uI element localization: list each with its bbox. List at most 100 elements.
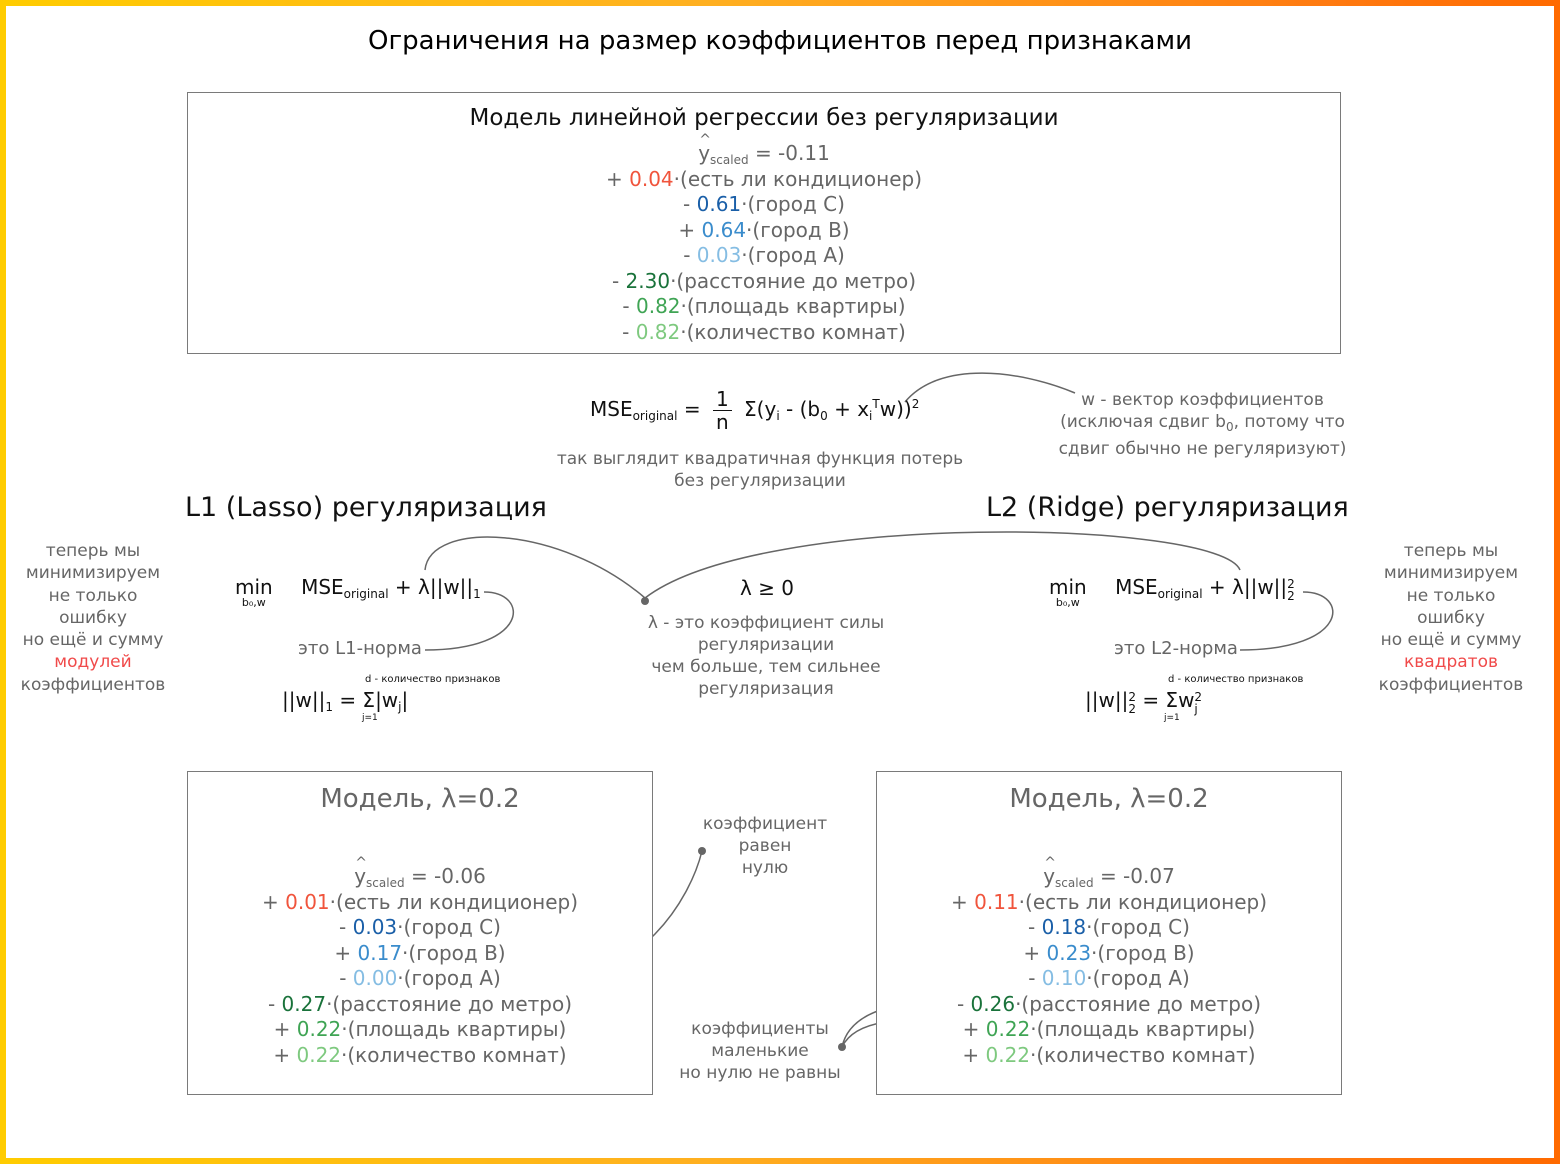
fraction-numerator: 1 — [712, 388, 732, 411]
y-hat: y — [1043, 851, 1056, 890]
sub-i: i — [776, 409, 780, 423]
lambda-note-line: регуляризации — [697, 635, 835, 655]
mse-body: - (b — [779, 397, 821, 421]
term-feature: ·(город C) — [1086, 915, 1190, 939]
ridge-side-note: теперь мы минимизируем не только ошибку … — [1361, 540, 1541, 696]
side-line: но ещё и сумму — [1380, 630, 1522, 651]
norm-sub: 2 — [1287, 589, 1295, 603]
side-line: ошибку — [1417, 607, 1485, 628]
y-hat: y — [354, 851, 367, 890]
term-value: 0.26 — [970, 991, 1016, 1016]
term-feature: ·(город C) — [741, 192, 845, 216]
term-value: 0.23 — [1046, 940, 1092, 965]
mse-caption-line: без регуляризации — [674, 471, 846, 491]
term-value: 0.04 — [629, 166, 674, 191]
side-line: минимизируем — [25, 563, 161, 584]
objective-expr: MSEoriginal + λ||w||1 — [301, 575, 481, 601]
note-line: но нулю не равны — [679, 1063, 841, 1083]
term-city-c: - 0.18·(город C) — [877, 915, 1341, 941]
norm-rhs: | — [401, 688, 409, 712]
w-note-line: w - вектор коэффициентов — [1081, 390, 1324, 410]
mse-label: MSE — [301, 575, 344, 599]
lambda-note-line: чем больше, тем сильнее — [651, 657, 881, 677]
lasso-objective: min b₀,w MSEoriginal + λ||w||1 — [235, 576, 481, 608]
ridge-model-box: Модель, λ=0.2 yscaled = -0.07 + 0.11·(ес… — [876, 771, 1342, 1095]
term-rooms: + 0.22·(количество комнат) — [877, 1043, 1341, 1069]
sub-0: 0 — [1225, 420, 1234, 434]
intercept-line: yscaled = -0.07 — [877, 851, 1341, 890]
term-feature: ·(город A) — [397, 966, 501, 990]
min-label: min — [1049, 575, 1087, 599]
sub-i: i — [869, 409, 873, 423]
lambda-note: λ - это коэффициент силы регуляризации ч… — [616, 612, 916, 700]
side-highlight: модулей — [54, 652, 132, 673]
norm-sup: 2 — [1128, 690, 1136, 704]
term-feature: ·(количество комнат) — [680, 319, 906, 344]
small-coef-note: коэффициенты маленькие но нулю не равны — [665, 1018, 855, 1084]
term-value: 0.10 — [1041, 966, 1087, 990]
norm-sub: j — [398, 700, 402, 714]
term-value: 0.27 — [281, 991, 327, 1016]
term-sign: - — [956, 991, 965, 1016]
term-feature: ·(город A) — [1086, 966, 1190, 990]
sup-2: 2 — [911, 397, 920, 411]
ridge-sum-index: j=1 — [1164, 713, 1180, 723]
l1-norm-note: это L1-норма — [298, 638, 422, 659]
note-line: коэффициент — [702, 814, 828, 834]
norm-sub: 1 — [473, 587, 481, 601]
min-label: min — [235, 575, 273, 599]
term-city-b: + 0.64·(город B) — [188, 218, 1340, 244]
term-sign: - — [339, 915, 347, 939]
mse-sum: Σ(y — [744, 397, 777, 421]
base-model-title: Модель линейной регрессии без регуляриза… — [469, 105, 1059, 131]
term-sign: - — [611, 268, 620, 293]
term-city-c: - 0.61·(город C) — [188, 192, 1340, 218]
term-value: 0.64 — [701, 217, 747, 242]
sup-t: T — [872, 397, 880, 411]
ridge-d-note: d - количество признаков — [1168, 674, 1304, 685]
intercept-line: yscaled = -0.06 — [188, 851, 652, 890]
side-highlight: квадратов — [1404, 652, 1498, 673]
intercept-value: = -0.11 — [754, 141, 830, 165]
min-sub: b₀,w — [241, 596, 266, 609]
zero-coef-note: коэффициент равен нулю — [680, 813, 850, 879]
intercept-line: yscaled = -0.11 — [188, 128, 1340, 167]
mse-caption: так выглядит квадратичная функция потерь… — [530, 448, 990, 492]
term-sign: - — [1028, 915, 1036, 939]
term-city-a: - 0.00·(город A) — [188, 966, 652, 992]
term-sign: + — [962, 1017, 980, 1041]
term-city-b: + 0.23·(город B) — [877, 941, 1341, 967]
ridge-model-title: Модель, λ=0.2 — [1009, 784, 1209, 814]
side-line: коэффициентов — [20, 674, 166, 695]
min-operator: min b₀,w — [235, 576, 273, 608]
side-line: коэффициентов — [1378, 674, 1524, 695]
equals: = — [683, 397, 701, 421]
term-feature: ·(есть ли кондиционер) — [673, 166, 922, 191]
side-line: не только — [1406, 585, 1496, 606]
penalty: + λ||w|| — [388, 575, 474, 599]
sub-0: 0 — [820, 409, 828, 423]
term-sign: + — [273, 1042, 291, 1067]
mse-sub: original — [1157, 587, 1203, 601]
term-value: 2.30 — [625, 268, 671, 293]
lambda-constraint: λ ≥ 0 — [740, 576, 795, 600]
mse-lhs: MSE — [590, 397, 633, 421]
mse-body: w)) — [879, 397, 912, 421]
term-metro: - 0.27·(расстояние до метро) — [188, 992, 652, 1018]
term-sign: + — [678, 217, 696, 242]
lambda-note-line: λ - это коэффициент силы — [647, 613, 885, 633]
term-value: 0.00 — [352, 966, 398, 990]
term-feature: ·(количество комнат) — [341, 1042, 567, 1067]
y-sub: scaled — [366, 876, 405, 890]
mse-body: + x — [827, 397, 870, 421]
lasso-sum-index: j=1 — [362, 713, 378, 723]
lambda-note-line: регуляризация — [698, 679, 834, 699]
side-line: минимизируем — [1383, 563, 1519, 584]
term-value: 0.03 — [352, 915, 398, 939]
min-sub: b₀,w — [1055, 596, 1080, 609]
term-rooms: - 0.82·(количество комнат) — [188, 320, 1340, 346]
term-metro: - 0.26·(расстояние до метро) — [877, 992, 1341, 1018]
